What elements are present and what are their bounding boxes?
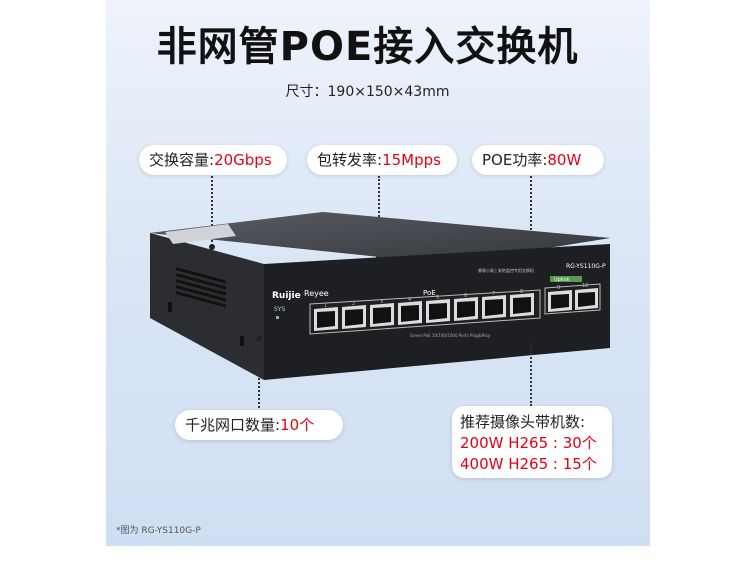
side-vents bbox=[176, 267, 226, 308]
device-side-face bbox=[150, 233, 264, 380]
port-9 bbox=[548, 290, 572, 312]
port-number-3: 3 bbox=[380, 299, 383, 305]
forwarding-rate-value: 15Mpps bbox=[382, 151, 441, 169]
port-3 bbox=[370, 303, 394, 327]
uplink-label-bg bbox=[550, 276, 582, 282]
poe-label-text: PoE bbox=[423, 289, 436, 297]
model-text: RG-YS110G-P bbox=[566, 263, 606, 270]
connector-dot-switching bbox=[209, 244, 215, 250]
forwarding-rate-label: 包转发率: bbox=[317, 151, 383, 169]
recommend-line-1: 200W H265 : 30个 bbox=[460, 434, 597, 452]
recommend-line-2: 400W H265 : 15个 bbox=[460, 455, 597, 473]
dimensions-text: 尺寸：190×150×43mm bbox=[285, 84, 450, 100]
poe-power-value: 80W bbox=[547, 151, 582, 169]
sys-led bbox=[276, 316, 279, 319]
side-slot-2 bbox=[240, 336, 244, 346]
port-number-8: 8 bbox=[520, 289, 523, 295]
connector-line-ports bbox=[258, 342, 260, 412]
port-7 bbox=[482, 295, 506, 319]
connector-line-switching bbox=[211, 176, 213, 246]
connector-line-recommend bbox=[530, 346, 532, 406]
connector-line-forwarding bbox=[378, 176, 380, 256]
forwarding-rate-pill: 包转发率:15Mpps bbox=[307, 145, 457, 175]
recommend-heading: 推荐摄像头带机数: bbox=[460, 413, 586, 431]
port-8 bbox=[510, 293, 534, 317]
poe-power-pill: POE功率:80W bbox=[472, 145, 604, 175]
port-number-9: 9 bbox=[557, 285, 560, 291]
poe-power-label: POE功率: bbox=[482, 151, 548, 169]
connector-dot-recommend bbox=[528, 340, 534, 346]
port-number-7: 7 bbox=[492, 291, 495, 297]
poe-ports-frame bbox=[309, 289, 541, 335]
uplink-ports bbox=[548, 288, 598, 312]
gigabit-ports-label: 千兆网口数量: bbox=[185, 416, 281, 434]
port-2 bbox=[342, 305, 366, 329]
recommend-box: 推荐摄像头带机数: 200W H265 : 30个 400W H265 : 15… bbox=[452, 406, 612, 478]
port-5 bbox=[426, 299, 450, 323]
connector-line-power bbox=[530, 176, 532, 254]
port-number-5: 5 bbox=[436, 295, 439, 301]
series-text: 睿易小易 | 安防监控专用交换机 bbox=[478, 267, 534, 273]
connector-dot-forwarding bbox=[376, 254, 382, 260]
switching-capacity-label: 交换容量: bbox=[149, 151, 215, 169]
uplink-ports-frame bbox=[544, 283, 601, 315]
switching-capacity-value: 20Gbps bbox=[214, 151, 272, 169]
port-6 bbox=[454, 297, 478, 321]
port-number-6: 6 bbox=[464, 293, 467, 299]
port-number-2: 2 bbox=[352, 301, 355, 307]
uplink-label-text: Uplink bbox=[554, 277, 570, 283]
gigabit-ports-value: 10个 bbox=[280, 416, 315, 434]
poe-ports bbox=[314, 293, 534, 331]
port-number-4: 4 bbox=[408, 297, 411, 303]
port-1 bbox=[314, 307, 338, 331]
brand-reyee-text: Reyee bbox=[304, 289, 329, 298]
brand-ruijie-text: Ruijie bbox=[272, 291, 301, 301]
port-number-1: 1 bbox=[324, 303, 327, 309]
image-caption: *图为 RG-YS110G-P bbox=[116, 526, 201, 536]
page-title: 非网管POE接入交换机 bbox=[156, 24, 579, 70]
bottom-info-text: Green PoE 10/100/1000 Ports Plug&Play bbox=[410, 333, 491, 338]
connector-dot-ports bbox=[256, 336, 262, 342]
device-sticker bbox=[165, 224, 236, 244]
side-slot-1 bbox=[168, 302, 172, 312]
port-10 bbox=[575, 288, 598, 310]
port-4 bbox=[398, 301, 422, 325]
switching-capacity-pill: 交换容量:20Gbps bbox=[139, 145, 287, 175]
gigabit-ports-pill: 千兆网口数量:10个 bbox=[175, 410, 343, 440]
sys-label-text: SYS bbox=[274, 306, 285, 313]
port-number-10: 10 bbox=[582, 283, 588, 289]
